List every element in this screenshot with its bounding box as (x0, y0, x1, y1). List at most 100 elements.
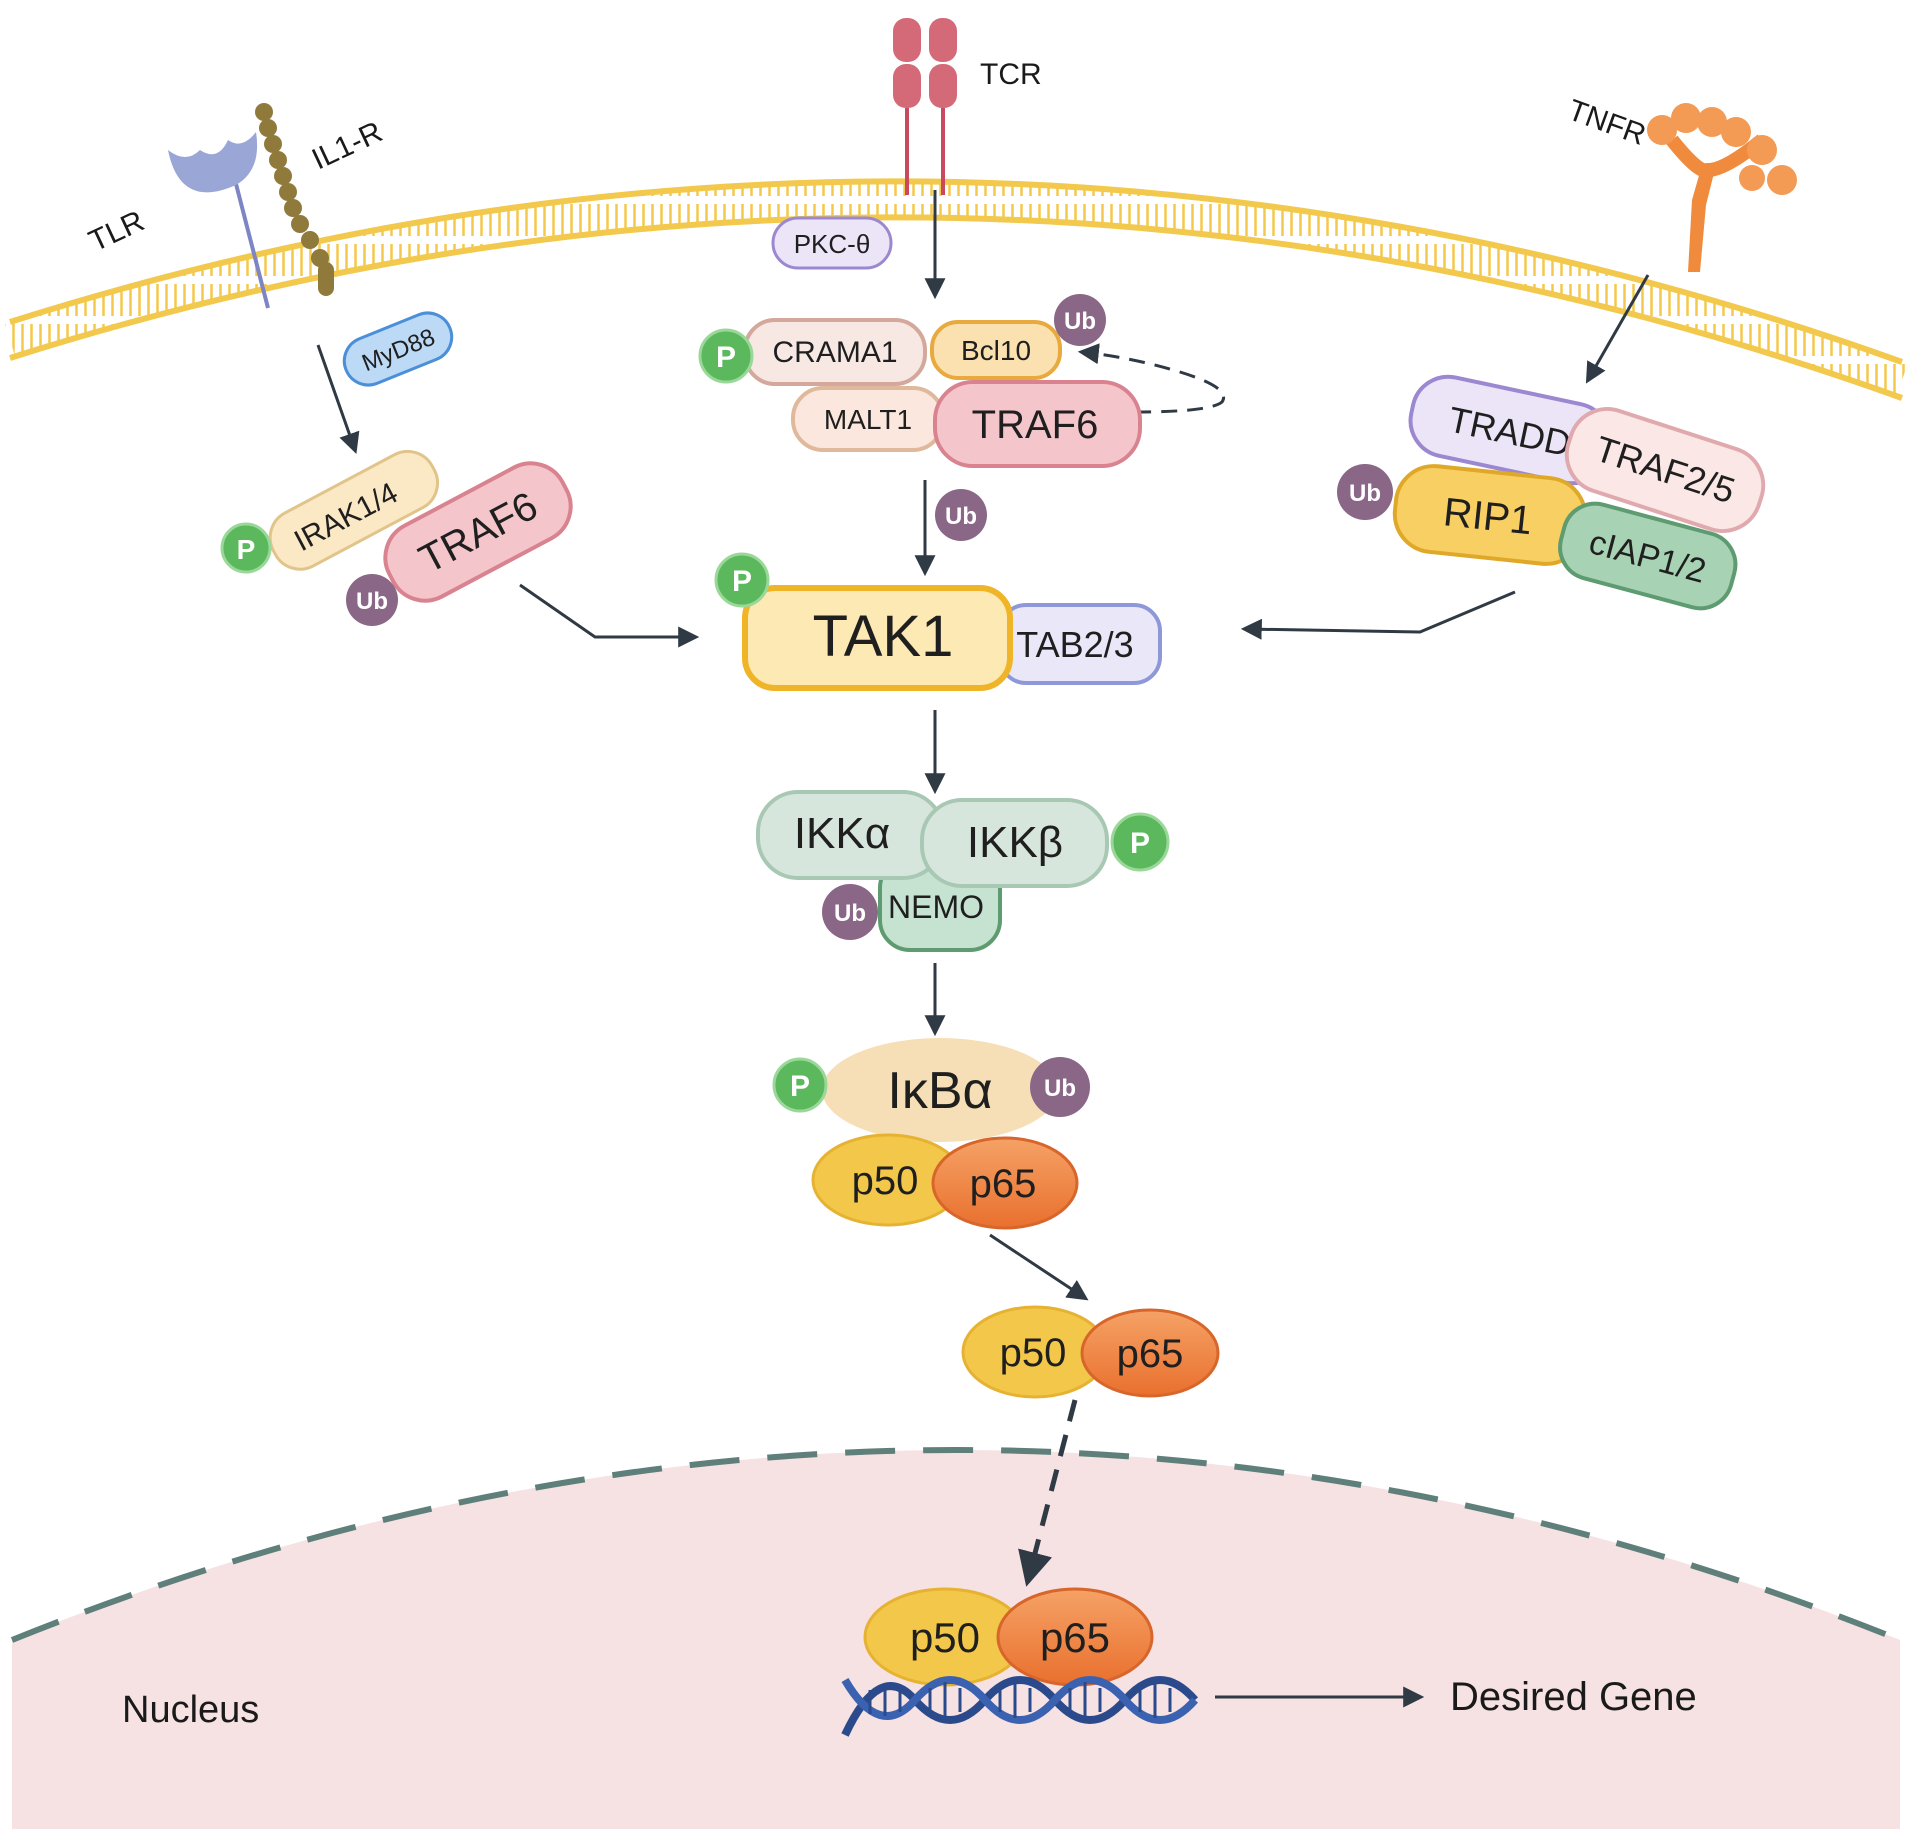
tak1-label: TAK1 (813, 604, 954, 669)
il1r-domain (279, 183, 297, 201)
nuclear-envelope (10, 1447, 1902, 1643)
ikkb-label: IKKβ (967, 818, 1063, 867)
tnfr-ligand-domain (1767, 165, 1797, 195)
il1r-label: IL1-R (307, 115, 387, 176)
p65-label: p65 (1117, 1332, 1184, 1376)
il1r-domain (269, 151, 287, 169)
ikba-shape (822, 1038, 1058, 1142)
tnfr-ligand-domain (1697, 107, 1727, 137)
desired-gene-label: Desired Gene (1450, 1675, 1697, 1719)
phospho-label: P (1130, 827, 1150, 860)
irak-traf6-complex: IRAK1/4 TRAF6 P Ub (220, 449, 573, 626)
ubiquitin-label: Ub (356, 588, 388, 615)
p65-shape (931, 1136, 1079, 1230)
p50-label: p50 (1000, 1331, 1067, 1375)
tnfr-arms (1666, 134, 1767, 178)
tnfr-receptor: TNFR (1564, 94, 1797, 272)
p50-label: p50 (852, 1159, 919, 1203)
ubiquitin-icon (935, 489, 987, 541)
arrow-left-to-tak1 (519, 583, 700, 648)
rip1-label: RIP1 (1441, 490, 1534, 543)
arrow-tnfr-to-tradd (1585, 274, 1650, 384)
phospho-icon (772, 1057, 828, 1113)
p65-label: p65 (970, 1162, 1037, 1206)
nemo-label: NEMO (888, 889, 984, 925)
tcr-label: TCR (980, 58, 1042, 91)
tnfr-ligand-domain (1671, 103, 1701, 133)
tnfr-stalk (1688, 165, 1716, 272)
ikba-nfkb-complex: IκBα P Ub p50 p65 (772, 1038, 1090, 1230)
bcl10-label: Bcl10 (961, 335, 1031, 366)
arrow-tlr-to-irak (316, 344, 360, 454)
ubiquitin-label: Ub (1064, 308, 1096, 335)
tak1-shape (742, 585, 1013, 691)
phospho-label: P (790, 1070, 810, 1103)
bcl10-shape (930, 320, 1062, 380)
pkc-theta-shape (771, 216, 893, 270)
ikkb-shape (920, 798, 1109, 888)
arrow-release-p50-p65 (989, 1233, 1089, 1301)
cbm-complex: CRAMA1 Bcl10 MALT1 TRAF6 P Ub Ub (698, 294, 1142, 541)
nuclear-nfkb-dimer: p50 p65 (863, 1587, 1154, 1687)
tcr-domain (893, 18, 921, 62)
il1r-domain (291, 215, 309, 233)
tcr-receptor: TCR (893, 18, 1042, 195)
tak1-complex: TAB2/3 TAK1 P (714, 552, 1162, 691)
lipid-bilayer (4, 182, 1908, 396)
tnfr-label: TNFR (1564, 94, 1650, 152)
phospho-icon (714, 552, 770, 608)
ubiquitin-icon (1030, 1057, 1090, 1117)
pkc-theta-adaptor: PKC-θ (771, 216, 893, 270)
traf25-shape (1564, 407, 1766, 533)
irak-shape (268, 449, 440, 571)
ikk-complex: NEMO IKKα IKKβ P Ub (756, 790, 1170, 952)
pkc-theta-label: PKC-θ (794, 229, 871, 259)
il1r-domain (259, 119, 277, 137)
tnfr-complex: TRADD TRAF2/5 RIP1 cIAP1/2 Ub (1337, 374, 1766, 611)
nucleus-label: Nucleus (122, 1689, 259, 1731)
tnfr-ligand-domain (1647, 115, 1677, 145)
ubiquitin-label: Ub (1044, 1075, 1076, 1102)
il1r-domain (274, 167, 292, 185)
ubiquitin-label: Ub (945, 503, 977, 530)
phospho-label: P (237, 534, 256, 565)
ubiquitin-icon (1054, 294, 1106, 346)
dna-strand (841, 1676, 1199, 1724)
ubiquitin-label: Ub (834, 900, 866, 927)
phospho-label: P (716, 341, 736, 374)
myd88-adaptor: MyD88 (342, 311, 454, 387)
arrow-right-to-tak1 (1240, 590, 1516, 640)
arrow-traf6-to-bcl10-feedback (1077, 343, 1225, 414)
free-nfkb-dimer: p50 p65 (961, 1305, 1220, 1399)
ikba-label: IκBα (887, 1062, 992, 1120)
il1r-tail (318, 262, 334, 296)
tlr-ectodomain (168, 132, 258, 193)
center-traf6-label: TRAF6 (972, 403, 1099, 447)
malt1-label: MALT1 (824, 404, 912, 435)
dna-helix-icon (841, 1676, 1199, 1737)
phospho-icon (1110, 812, 1170, 872)
il1r-domain (284, 199, 302, 217)
ubiquitin-icon (822, 884, 878, 940)
p65-label: p65 (1040, 1614, 1110, 1661)
il1r-domain (264, 135, 282, 153)
ubiquitin-icon (346, 574, 398, 626)
tcr-domain (929, 64, 957, 108)
tlr-label: TLR (84, 204, 149, 258)
il1r-domain (301, 231, 319, 249)
tlr-transmembrane (233, 179, 270, 309)
phospho-icon (220, 522, 272, 574)
p50-label: p50 (910, 1614, 980, 1661)
tcr-domain (929, 18, 957, 62)
tnfr-ligand-domain (1739, 165, 1765, 191)
ikka-label: IKKα (794, 809, 890, 858)
crama1-label: CRAMA1 (772, 336, 897, 369)
tnfr-ligand-domain (1721, 117, 1751, 147)
il1r-domain (255, 103, 273, 121)
membrane-outer-leaflet (9, 178, 1904, 365)
phospho-label: P (732, 565, 752, 598)
dna-strand (841, 1676, 1199, 1737)
tnfr-ligand-domain (1747, 135, 1777, 165)
myd88-shape (342, 311, 454, 387)
membrane-inner-leaflet (9, 214, 1904, 401)
